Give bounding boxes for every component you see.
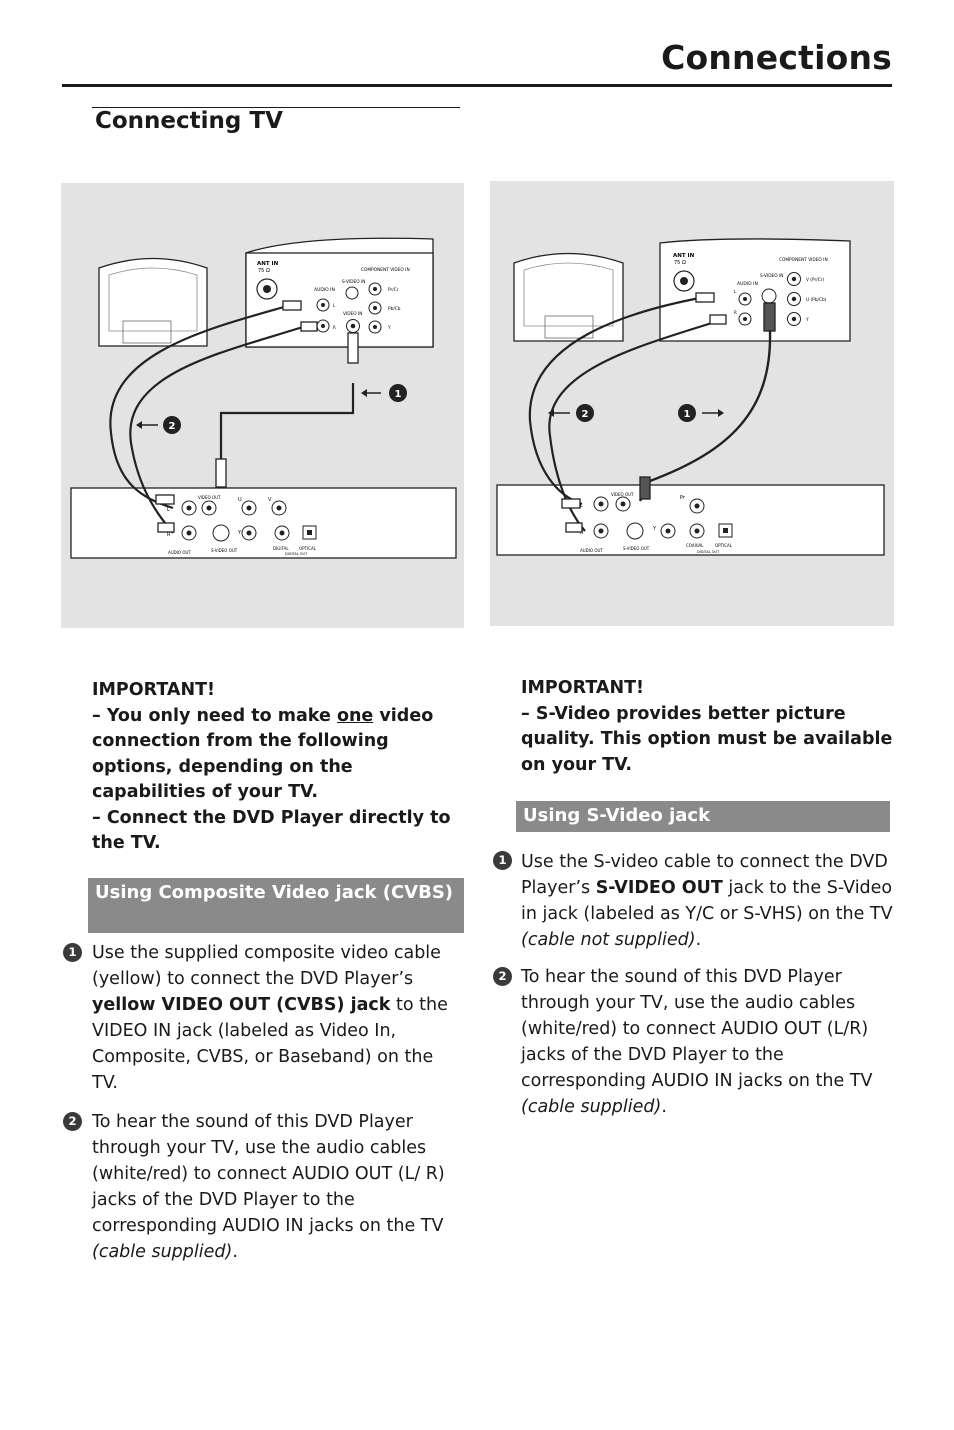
tv-r-label: R	[734, 310, 737, 315]
dvd-u-label: U	[238, 497, 242, 503]
dvd-y-label: Y	[237, 530, 242, 536]
dvd-audio-out-label: AUDIO OUT	[580, 548, 603, 553]
tv-video-in-label: VIDEO IN	[343, 311, 362, 317]
tv-component-video-in-label: COMPONENT VIDEO IN	[361, 267, 410, 273]
dvd-pr-label: Pr	[680, 495, 686, 501]
dvd-r-label: R	[580, 530, 584, 536]
right-step-2-number: 2	[493, 967, 512, 986]
tv-component-video-in-label: COMPONENT VIDEO IN	[779, 257, 828, 263]
right-step-1-number: 1	[493, 851, 512, 870]
dvd-optical-label: OPTICAL	[299, 546, 317, 551]
dvd-s-video-out-label: S-VIDEO OUT	[623, 546, 650, 551]
dvd-s-video-out-label: S-VIDEO OUT	[211, 548, 238, 553]
tv-l-label: L	[333, 303, 336, 308]
dvd-audio-out-label: AUDIO OUT	[168, 550, 191, 555]
dvd-r-label: R	[167, 532, 171, 538]
dvd-digital-out-label: DIGITAL OUT	[697, 550, 720, 554]
dvd-video-out-label: VIDEO OUT	[611, 492, 634, 497]
page-title: Connections	[661, 38, 892, 77]
tv-u-label: U (Pb/Cb)	[806, 297, 827, 303]
tv-y-label: Y	[805, 317, 809, 323]
tv-s-video-in-label: S-VIDEO IN	[760, 273, 784, 279]
dvd-video-out-label: VIDEO OUT	[198, 495, 221, 500]
left-step-2-text: To hear the sound of this DVD Player thr…	[92, 1112, 445, 1262]
left-step-1-number: 1	[63, 943, 82, 962]
tv-audio-in-label: AUDIO IN	[314, 287, 335, 293]
left-step-2-number: 2	[63, 1112, 82, 1131]
composite-video-heading-bar: Using Composite Video jack (CVBS)	[88, 878, 464, 933]
audio-cables	[109, 303, 307, 534]
right-important-line-1: – S-Video provides better picture qualit…	[521, 703, 893, 775]
marker-1-label: 1	[684, 409, 691, 420]
s-video-connection-figure: ANT IN 75 Ω AUDIO IN L R S-VIDEO IN COMP…	[490, 181, 894, 626]
dvd-digital-label: DIGITAL	[273, 546, 289, 551]
dvd-y-label: Y	[652, 526, 657, 532]
left-important-line-1: – You only need to make one video connec…	[92, 705, 434, 803]
dvd-l-label: L	[580, 503, 583, 509]
tv-audio-in-label: AUDIO IN	[737, 281, 758, 287]
tv-ant-in-label: ANT IN	[257, 261, 279, 267]
dvd-coaxial-label: COAXIAL	[686, 543, 704, 548]
tv-illustration	[513, 238, 851, 342]
right-step-1-text: Use the S-video cable to connect the DVD…	[521, 852, 893, 950]
dvd-player-illustration	[70, 487, 457, 559]
marker-2-label: 2	[582, 409, 589, 420]
right-step-2-text: To hear the sound of this DVD Player thr…	[521, 967, 873, 1117]
tv-ant-in-label: ANT IN	[673, 253, 695, 259]
dvd-player-illustration	[496, 484, 885, 556]
tv-pb-label: Pb/Cb	[388, 306, 401, 312]
tv-y-label: Y	[387, 325, 391, 331]
tv-pr-label: Pr/Cr	[388, 287, 399, 293]
tv-v-label: V (Pr/Cr)	[806, 277, 824, 283]
composite-connection-figure: ANT IN 75 Ω AUDIO IN L R S-VIDEO IN VIDE…	[61, 183, 464, 628]
tv-ant-ohm-label: 75 Ω	[258, 268, 270, 274]
left-important-heading: IMPORTANT!	[92, 680, 216, 700]
right-important-note: IMPORTANT! – S-Video provides better pic…	[521, 676, 893, 778]
tv-s-video-in-label: S-VIDEO IN	[342, 279, 366, 285]
left-important-line-2: – Connect the DVD Player directly to the…	[92, 807, 451, 854]
left-step-1-text: Use the supplied composite video cable (…	[92, 943, 448, 1093]
s-video-heading-bar: Using S-Video jack	[516, 801, 890, 832]
tv-illustration	[98, 237, 434, 348]
section-title: Connecting TV	[95, 108, 283, 134]
tv-l-label: L	[734, 289, 737, 294]
marker-2-label: 2	[169, 421, 176, 432]
dvd-optical-label: OPTICAL	[715, 543, 733, 548]
marker-1-label: 1	[395, 389, 402, 400]
video-cable	[219, 383, 355, 463]
dvd-digital-out-label: DIGITAL OUT	[285, 552, 308, 556]
title-rule	[62, 84, 892, 87]
tv-r-label: R	[333, 325, 336, 330]
section-rule	[92, 107, 460, 108]
dvd-v-label: V	[268, 497, 272, 503]
s-video-cable	[638, 330, 772, 502]
left-important-note: IMPORTANT! – You only need to make one v…	[92, 678, 462, 857]
dvd-l-label: L	[167, 507, 170, 513]
right-important-heading: IMPORTANT!	[521, 678, 645, 698]
tv-ant-ohm-label: 75 Ω	[674, 260, 686, 266]
